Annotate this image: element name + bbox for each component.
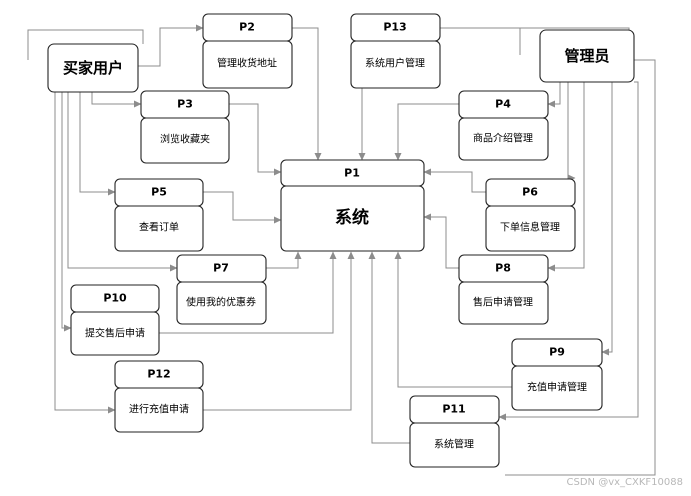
connector-p8-system <box>423 213 459 269</box>
connector-p11-system <box>368 251 410 444</box>
process-p7-id: P7 <box>213 262 229 275</box>
connector-buyer-p5 <box>79 92 116 196</box>
connector-p3-system <box>229 103 282 176</box>
watermark: CSDN @vx_CXKF10088 <box>567 477 683 488</box>
process-p7[interactable]: P7 使用我的优惠券 <box>176 254 267 325</box>
connector-admin-border-right <box>505 59 656 476</box>
connector-p7-system <box>266 251 302 269</box>
connector-p12-system <box>203 251 355 411</box>
connector-buyer-p12 <box>54 92 116 414</box>
process-p13[interactable]: P13 系统用户管理 <box>350 13 441 89</box>
connector-admin-p6 <box>567 82 576 182</box>
process-p2[interactable]: P2 管理收货地址 <box>202 13 293 89</box>
actor-buyer-label: 买家用户 <box>63 59 123 77</box>
process-p12-label: 进行充值申请 <box>129 403 189 416</box>
process-p6-id: P6 <box>522 186 538 199</box>
process-p7-label: 使用我的优惠券 <box>186 296 256 309</box>
actor-admin-label: 管理员 <box>564 47 609 65</box>
connector-buyer-p10 <box>61 92 72 332</box>
process-p1-id: P1 <box>344 167 360 180</box>
connector-p6-system <box>423 168 486 193</box>
connector-admin-p8 <box>547 82 585 272</box>
process-p2-label: 管理收货地址 <box>217 57 277 70</box>
process-p2-id: P2 <box>239 21 255 34</box>
process-p4-id: P4 <box>495 98 511 111</box>
process-p13-id: P13 <box>383 21 406 34</box>
process-p8[interactable]: P8 售后申请管理 <box>458 254 549 325</box>
process-p10-id: P10 <box>103 292 127 305</box>
process-p13-label: 系统用户管理 <box>365 57 425 70</box>
process-p5-id: P5 <box>151 186 167 199</box>
process-p11-id: P11 <box>442 403 465 416</box>
connector-p9-system <box>394 251 512 388</box>
process-p9-id: P9 <box>549 346 565 359</box>
process-p5-label: 查看订单 <box>139 221 179 234</box>
process-p9[interactable]: P9 充值申请管理 <box>511 338 603 411</box>
connector-p5-system <box>203 191 282 224</box>
connector-buyer-border <box>27 29 144 60</box>
process-p3-id: P3 <box>177 98 193 111</box>
connector-admin-p4 <box>547 82 561 108</box>
process-p10[interactable]: P10 提交售后申请 <box>70 284 160 356</box>
connector-admin-p9 <box>601 82 613 356</box>
actor-admin[interactable]: 管理员 <box>539 29 635 83</box>
process-p1-label: 系统 <box>335 207 369 228</box>
connector-p4-system <box>394 103 459 161</box>
connector-buyer-p2 <box>138 24 204 67</box>
process-p11[interactable]: P11 系统管理 <box>409 395 500 468</box>
process-p12-id: P12 <box>147 368 170 381</box>
process-p5[interactable]: P5 查看订单 <box>114 178 204 252</box>
process-p10-label: 提交售后申请 <box>85 327 145 340</box>
connector-admin-p11 <box>498 81 639 421</box>
process-p4[interactable]: P4 商品介绍管理 <box>458 90 549 161</box>
process-p6-label: 下单信息管理 <box>500 221 560 234</box>
connector-p2-system <box>292 27 322 161</box>
process-p9-label: 充值申请管理 <box>527 381 587 394</box>
process-p3-label: 浏览收藏夹 <box>160 133 210 146</box>
connectors <box>27 24 656 476</box>
process-p3[interactable]: P3 浏览收藏夹 <box>140 90 230 164</box>
connector-buyer-p3 <box>91 92 142 108</box>
process-p4-label: 商品介绍管理 <box>473 132 533 145</box>
process-p1-system[interactable]: P1 系统 <box>280 159 425 252</box>
process-p8-label: 售后申请管理 <box>473 296 533 309</box>
process-p8-id: P8 <box>495 262 511 275</box>
actor-buyer[interactable]: 买家用户 <box>47 43 139 93</box>
process-p6[interactable]: P6 下单信息管理 <box>485 178 576 252</box>
process-p12[interactable]: P12 进行充值申请 <box>114 360 204 433</box>
connector-buyer-p7 <box>67 92 178 272</box>
process-p11-label: 系统管理 <box>434 438 474 451</box>
connector-p10-system <box>158 251 337 334</box>
